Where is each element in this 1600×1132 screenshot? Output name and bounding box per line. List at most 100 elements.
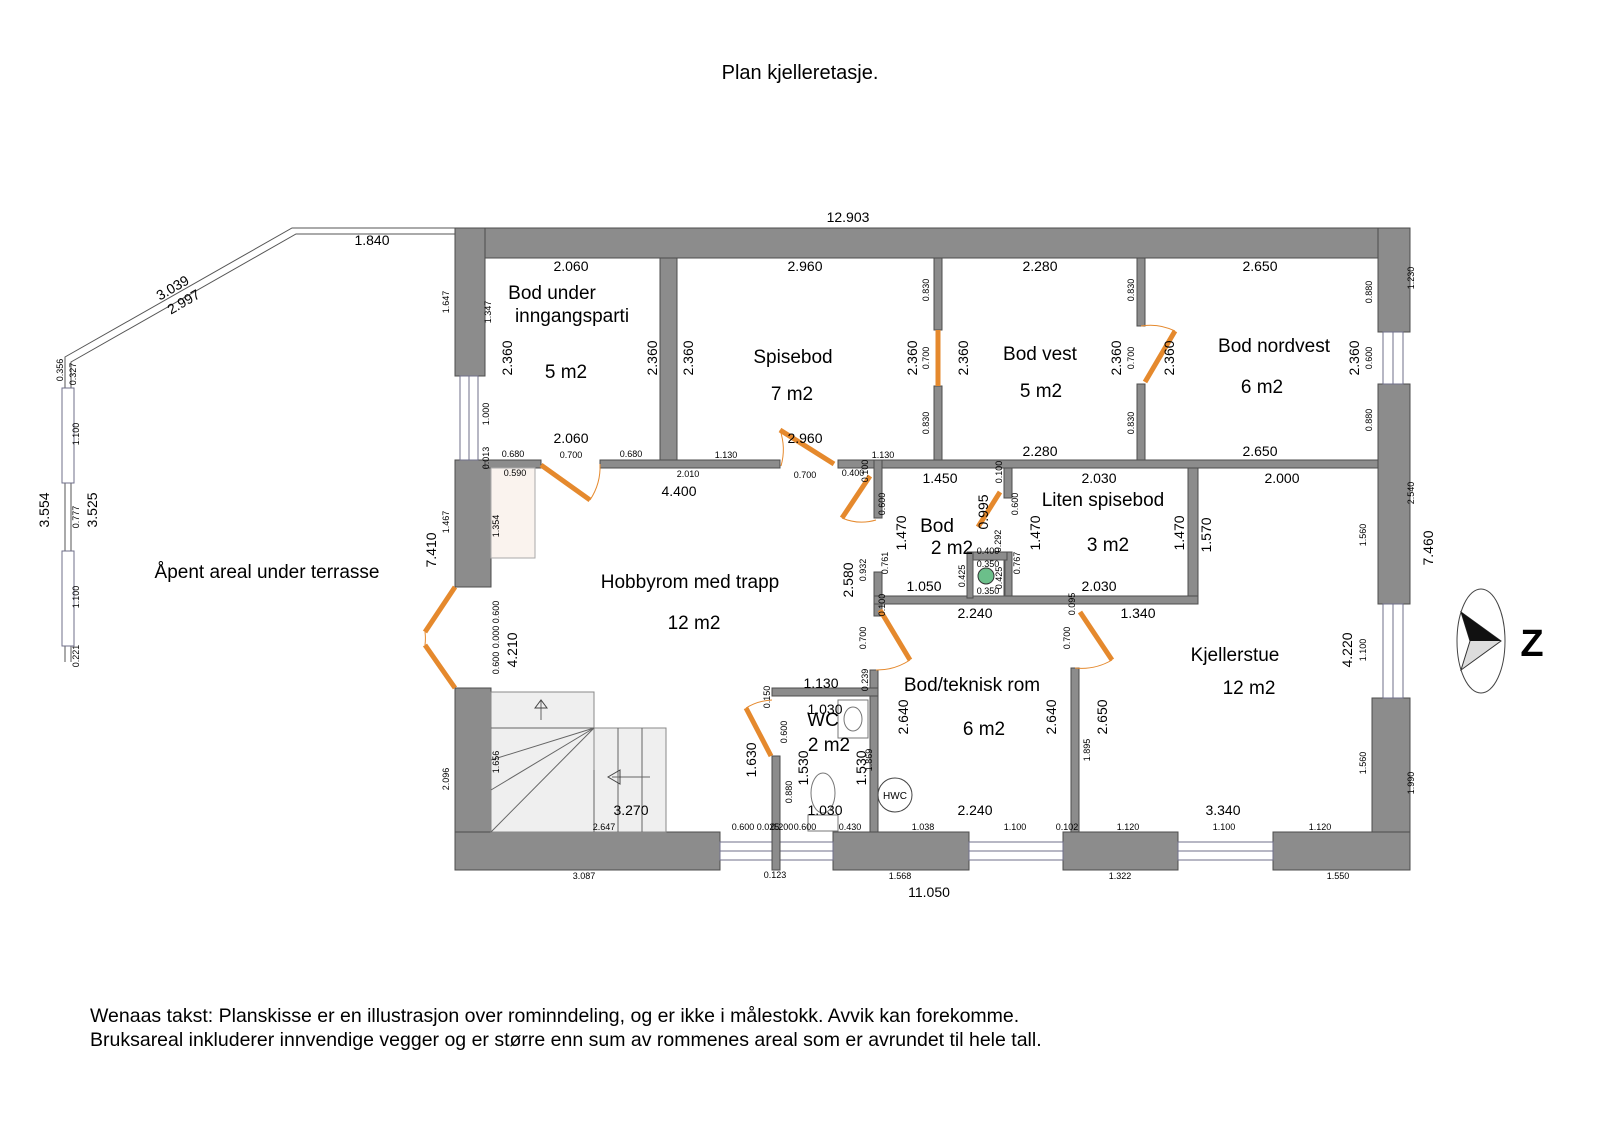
dim-small: 0.700 <box>921 347 931 370</box>
room-name-bod-under-2: inngangsparti <box>515 306 629 327</box>
room-area-bod-nordvest: 6 m2 <box>1241 377 1283 398</box>
dim-r2-right: 2.360 <box>904 340 920 375</box>
dim-ls-top: 2.030 <box>1081 470 1116 486</box>
door-bod-teknisk <box>877 608 913 662</box>
dim-small: 0.400 <box>842 468 865 478</box>
room-name-bod-nordvest: Bod nordvest <box>1218 336 1331 357</box>
west-wall-upper <box>454 227 486 377</box>
dim-small: 0.123 <box>764 870 787 880</box>
dim-small: 0.880 <box>1364 281 1374 304</box>
dim-small: 2.540 <box>1406 482 1416 505</box>
dim-small: 0.327 <box>68 363 78 386</box>
dim-small: 1.120 <box>1309 822 1332 832</box>
dim-r3-left: 2.360 <box>955 340 971 375</box>
dim-right-total: 7.460 <box>1420 530 1436 565</box>
dim-r4-top: 2.650 <box>1242 258 1277 274</box>
terrace-window-1 <box>61 387 75 484</box>
wall-bt-left <box>869 669 879 833</box>
door-west-upper <box>422 585 458 634</box>
door-bod-nordvest <box>1142 329 1178 384</box>
dim-r2-top: 2.960 <box>787 258 822 274</box>
dim-ext-left-a: 3.554 <box>36 492 52 527</box>
dim-small: 1.000 <box>481 403 491 426</box>
drain-icon <box>977 567 995 585</box>
dim-kj-left: 2.650 <box>1094 699 1110 734</box>
dimension-labels-small-vertical: 1.647 1.347 1.000 0.013 1.354 1.467 0.83… <box>55 267 1416 804</box>
dim-small: 1.550 <box>1327 871 1350 881</box>
dim-ls-left: 1.470 <box>1027 515 1043 550</box>
dim-wc-left: 1.530 <box>795 750 811 785</box>
room-name-bod-teknisk: Bod/teknisk rom <box>904 675 1040 696</box>
dim-wc-top: 1.130 <box>803 675 838 691</box>
dim-small: 0.600 <box>1364 347 1374 370</box>
interior-walls <box>484 257 1379 871</box>
compass-icon <box>1456 588 1506 694</box>
water-heater-label: HWC <box>883 791 907 802</box>
dim-small: 1.100 <box>71 586 81 609</box>
dim-small: 0.100 <box>994 461 1004 484</box>
wall-wc-top <box>771 687 879 697</box>
room-name-bod-vest: Bod vest <box>1003 344 1078 365</box>
dim-bod-left: 1.470 <box>893 515 909 550</box>
room-area-bod-vest: 5 m2 <box>1020 381 1062 402</box>
dim-small: 0.590 <box>504 468 527 478</box>
room-area-spisebod: 7 m2 <box>771 384 813 405</box>
dim-bod-top: 1.450 <box>922 470 957 486</box>
dim-r3-top: 2.280 <box>1022 258 1057 274</box>
dim-stair-bottom: 3.270 <box>613 802 648 818</box>
dim-r1-left: 2.360 <box>499 340 515 375</box>
disclaimer-line-1: Wenaas takst: Planskisse er en illustras… <box>90 1005 1020 1027</box>
dim-bod-bottom: 1.050 <box>906 578 941 594</box>
dim-hobby-right: 2.580 <box>840 562 856 597</box>
dim-small: 1.100 <box>1213 822 1236 832</box>
dim-diag-top: 1.840 <box>354 232 389 248</box>
dim-small: 0.680 <box>620 449 643 459</box>
south-wall-1 <box>454 831 721 871</box>
wall-bod-ls-upper <box>1003 467 1013 499</box>
room-area-hobbyrom: 12 m2 <box>668 613 721 634</box>
dim-small: 0.350 <box>977 586 1000 596</box>
room-name-liten-spisebod: Liten spisebod <box>1042 490 1165 511</box>
terrace-outline <box>61 227 455 662</box>
dim-small: 0.700 <box>1062 627 1072 650</box>
dim-small: 0.777 <box>71 506 81 529</box>
dim-small: 0.100 <box>877 594 887 617</box>
wall-r2-r3-lower <box>933 385 943 463</box>
dim-small: 0.600 <box>779 721 789 744</box>
wall-bt-right <box>1070 667 1080 833</box>
dim-kj-right: 4.220 <box>1339 632 1355 667</box>
dim-wc-door: 1.630 <box>743 742 759 777</box>
dim-hobby-top: 4.400 <box>661 483 696 499</box>
terrace-window-2 <box>61 550 75 647</box>
dimension-labels-vertical: 2.360 2.360 2.360 2.360 2.360 2.360 2.36… <box>36 340 1436 785</box>
wall-r2-r3-upper <box>933 257 943 331</box>
dim-r1-right: 2.360 <box>644 340 660 375</box>
dim-ext-left-b: 3.525 <box>84 492 100 527</box>
dim-kj-bottom: 3.340 <box>1205 802 1240 818</box>
room-area-bod-teknisk: 6 m2 <box>963 719 1005 740</box>
dim-small: 1.354 <box>491 515 501 538</box>
dim-small: 0.932 <box>858 559 868 582</box>
dim-r4-right: 2.360 <box>1346 340 1362 375</box>
room-name-bod: Bod <box>920 516 954 537</box>
dim-small: 1.467 <box>441 511 451 534</box>
dim-r4-left: 2.360 <box>1161 340 1177 375</box>
toilet <box>810 772 836 814</box>
dim-small: 0.150 <box>762 686 772 709</box>
dim-small: 0.830 <box>1126 279 1136 302</box>
dim-wc-inner: 1.030 <box>807 701 842 717</box>
dim-small: 0.239 <box>860 669 870 692</box>
wall-wc-left <box>771 755 781 871</box>
dim-small: 0.700 <box>794 470 817 480</box>
room-area-bod-under: 5 m2 <box>545 362 587 383</box>
wall-bod-bottom <box>873 595 1199 605</box>
dim-small: 0.400 <box>977 546 1000 556</box>
dim-small: 1.895 <box>1082 739 1092 762</box>
dim-small: 0.600 <box>1010 493 1020 516</box>
dim-kj-mid: 1.340 <box>1120 605 1155 621</box>
disclaimer: Wenaas takst: Planskisse er en illustras… <box>90 1004 1042 1052</box>
dim-small: 0.600 <box>794 822 817 832</box>
wall-r1-r2-bottom <box>599 459 781 469</box>
dim-small: 0.095 <box>1067 593 1077 616</box>
dim-small: 0.767 <box>1012 552 1022 575</box>
